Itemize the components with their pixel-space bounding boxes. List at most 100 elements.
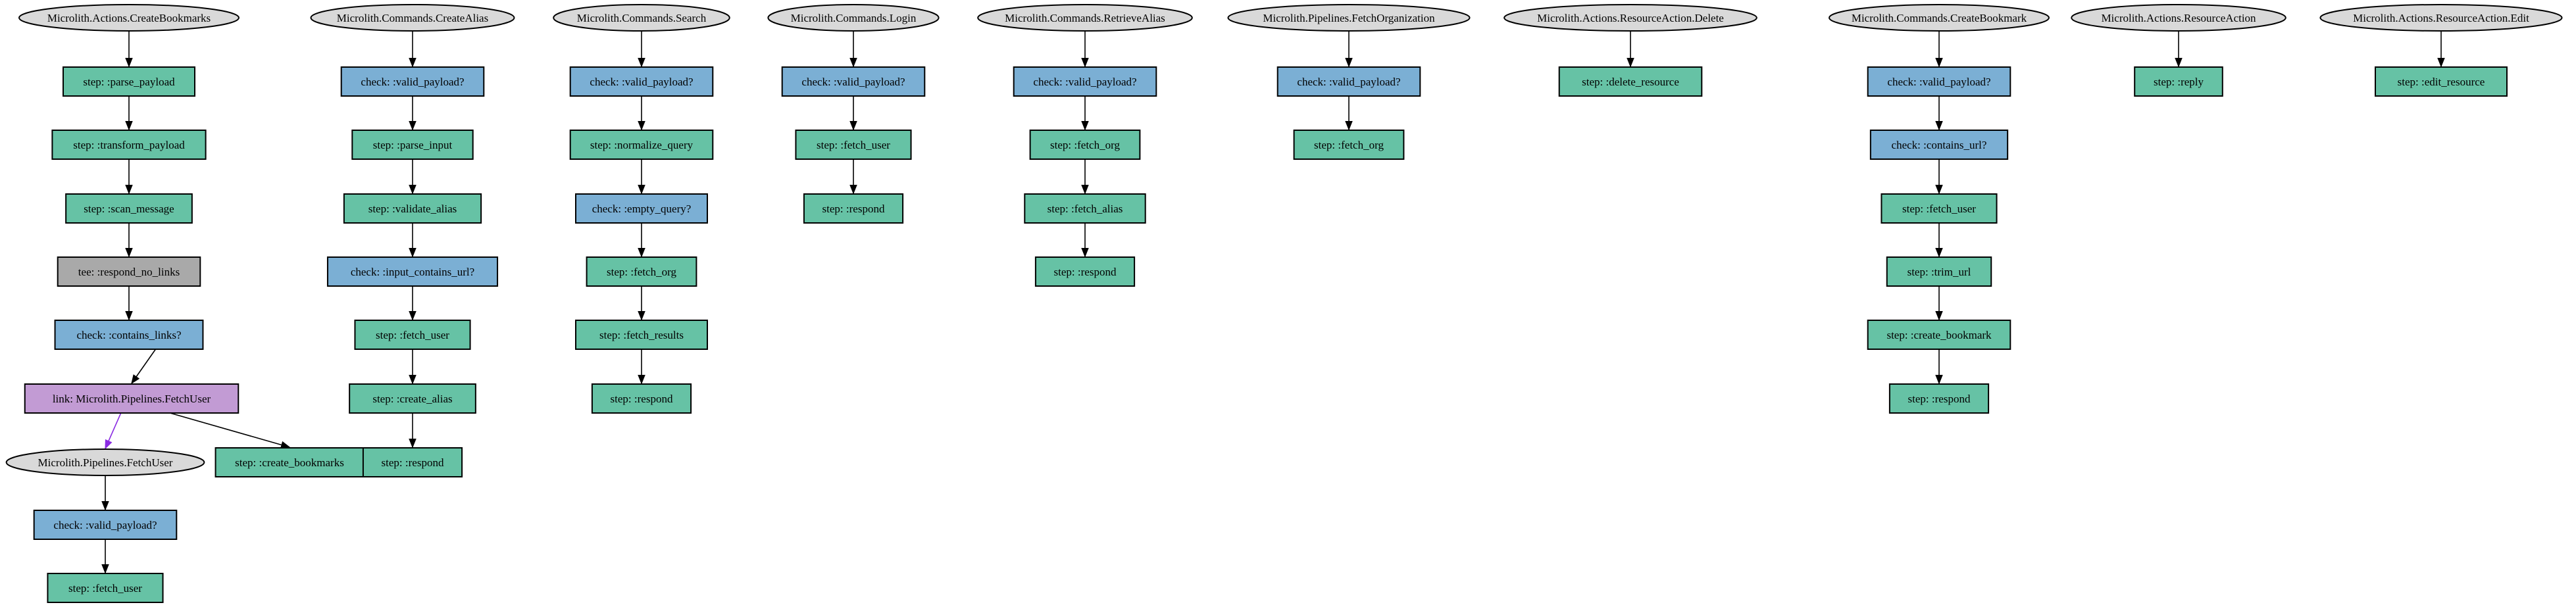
node-label: step: :fetch_user xyxy=(817,139,890,151)
check-node-check-valid-payload: check: :valid_payload? xyxy=(1867,66,2011,97)
root-node-microlith-commands-search: Microlith.Commands.Search xyxy=(553,4,730,32)
node-label: step: :fetch_user xyxy=(1902,203,1976,215)
step-node-step-fetch-user: step: :fetch_user xyxy=(47,573,164,603)
step-shape xyxy=(215,447,365,477)
node-label: Microlith.Actions.ResourceAction xyxy=(2101,12,2256,24)
node-label: check: :input_contains_url? xyxy=(351,266,474,278)
node-label: check: :valid_payload? xyxy=(361,76,464,88)
node-label: step: :fetch_alias xyxy=(1048,203,1123,215)
node-label: step: :respond xyxy=(1908,393,1971,405)
step-shape xyxy=(586,256,697,287)
node-label: step: :parse_payload xyxy=(83,76,175,88)
node-label: check: :valid_payload? xyxy=(801,76,905,88)
step-shape xyxy=(569,130,714,160)
step-node-step-parse-payload: step: :parse_payload xyxy=(63,66,195,97)
check-shape xyxy=(1867,66,2011,97)
step-node-step-fetch-org: step: :fetch_org xyxy=(586,256,697,287)
node-label: step: :fetch_user xyxy=(376,329,449,341)
node-label: step: :respond xyxy=(822,203,885,215)
step-node-step-fetch-alias: step: :fetch_alias xyxy=(1024,193,1146,224)
node-label: step: :fetch_results xyxy=(599,329,684,341)
root-shape xyxy=(2319,4,2563,32)
node-label: link: Microlith.Pipelines.FetchUser xyxy=(53,393,211,405)
node-label: Microlith.Pipelines.FetchUser xyxy=(38,456,173,469)
node-label: step: :create_bookmarks xyxy=(235,456,344,469)
root-node-microlith-pipelines-fetchorganization: Microlith.Pipelines.FetchOrganization xyxy=(1227,4,1471,32)
link-node-link-microlith-pipelines-fetchuser: link: Microlith.Pipelines.FetchUser xyxy=(24,383,240,414)
node-label: step: :reply xyxy=(2154,76,2204,88)
edge-n1f-to-n1g xyxy=(170,412,291,449)
check-shape xyxy=(1276,66,1421,97)
node-label: Microlith.Commands.CreateAlias xyxy=(337,12,488,24)
step-node-step-create-bookmarks: step: :create_bookmarks xyxy=(215,447,365,477)
step-shape xyxy=(1881,193,1998,224)
step-node-step-scan-message: step: :scan_message xyxy=(65,193,193,224)
node-label: Microlith.Actions.ResourceAction.Delete xyxy=(1537,12,1724,24)
node-label: step: :fetch_org xyxy=(607,266,676,278)
root-node-microlith-commands-createalias: Microlith.Commands.CreateAlias xyxy=(310,4,515,32)
step-node-step-respond: step: :respond xyxy=(362,447,463,477)
check-shape xyxy=(1869,130,2009,160)
node-label: check: :contains_links? xyxy=(76,329,181,341)
node-label: check: :contains_url? xyxy=(1892,139,1987,151)
step-shape xyxy=(795,130,912,160)
node-label: step: :respond xyxy=(1054,266,1117,278)
root-shape xyxy=(1829,4,2050,32)
node-label: check: :valid_payload? xyxy=(1033,76,1136,88)
root-node-microlith-commands-login: Microlith.Commands.Login xyxy=(767,4,940,32)
root-shape xyxy=(2071,4,2286,32)
check-node-check-valid-payload: check: :valid_payload? xyxy=(1013,66,1157,97)
step-shape xyxy=(351,130,474,160)
step-node-step-respond: step: :respond xyxy=(1888,383,1990,414)
step-shape xyxy=(1024,193,1146,224)
step-node-step-parse-input: step: :parse_input xyxy=(351,130,474,160)
node-label: check: :empty_query? xyxy=(592,203,692,215)
node-label: check: :valid_payload? xyxy=(53,519,157,531)
root-node-microlith-actions-resourceaction: Microlith.Actions.ResourceAction xyxy=(2071,4,2286,32)
check-node-check-valid-payload: check: :valid_payload? xyxy=(1276,66,1421,97)
step-shape xyxy=(65,193,193,224)
step-shape xyxy=(1034,256,1136,287)
step-shape xyxy=(362,447,463,477)
check-shape xyxy=(781,66,926,97)
step-node-step-fetch-results: step: :fetch_results xyxy=(575,320,708,350)
step-node-step-fetch-org: step: :fetch_org xyxy=(1293,130,1405,160)
step-node-step-transform-payload: step: :transform_payload xyxy=(51,130,207,160)
step-node-step-create-bookmark: step: :create_bookmark xyxy=(1867,320,2011,350)
node-label: check: :valid_payload? xyxy=(1297,76,1400,88)
step-shape xyxy=(1558,66,1703,97)
root-node-microlith-commands-retrievealias: Microlith.Commands.RetrieveAlias xyxy=(977,4,1193,32)
check-node-check-empty-query: check: :empty_query? xyxy=(575,193,708,224)
step-node-step-fetch-org: step: :fetch_org xyxy=(1029,130,1141,160)
root-node-microlith-actions-createbookmarks: Microlith.Actions.CreateBookmarks xyxy=(18,4,240,32)
root-shape xyxy=(5,449,205,476)
node-label: step: :fetch_user xyxy=(68,582,142,595)
step-node-step-respond: step: :respond xyxy=(803,193,904,224)
node-label: Microlith.Commands.Login xyxy=(791,12,917,24)
node-label: Microlith.Commands.RetrieveAlias xyxy=(1005,12,1165,24)
root-node-microlith-pipelines-fetchuser: Microlith.Pipelines.FetchUser xyxy=(5,449,205,476)
link-edge-n1f-to-r1s xyxy=(105,412,122,450)
step-shape xyxy=(1888,383,1990,414)
node-label: check: :valid_payload? xyxy=(1887,76,1990,88)
check-shape xyxy=(569,66,714,97)
step-node-step-create-alias: step: :create_alias xyxy=(349,383,476,414)
step-node-step-normalize-query: step: :normalize_query xyxy=(569,130,714,160)
step-node-step-edit-resource: step: :edit_resource xyxy=(2375,66,2508,97)
check-node-check-contains-url: check: :contains_url? xyxy=(1869,130,2009,160)
check-shape xyxy=(54,320,204,350)
check-shape xyxy=(340,66,485,97)
root-shape xyxy=(18,4,240,32)
check-node-check-contains-links: check: :contains_links? xyxy=(54,320,204,350)
root-node-microlith-actions-resourceaction-delete: Microlith.Actions.ResourceAction.Delete xyxy=(1503,4,1757,32)
step-shape xyxy=(51,130,207,160)
node-label: Microlith.Commands.Search xyxy=(577,12,707,24)
step-shape xyxy=(63,66,195,97)
node-label: step: :fetch_org xyxy=(1050,139,1120,151)
step-shape xyxy=(1029,130,1141,160)
node-label: step: :create_alias xyxy=(372,393,452,405)
edges-layer xyxy=(101,31,2445,574)
check-shape xyxy=(326,256,499,287)
step-shape xyxy=(591,383,692,414)
